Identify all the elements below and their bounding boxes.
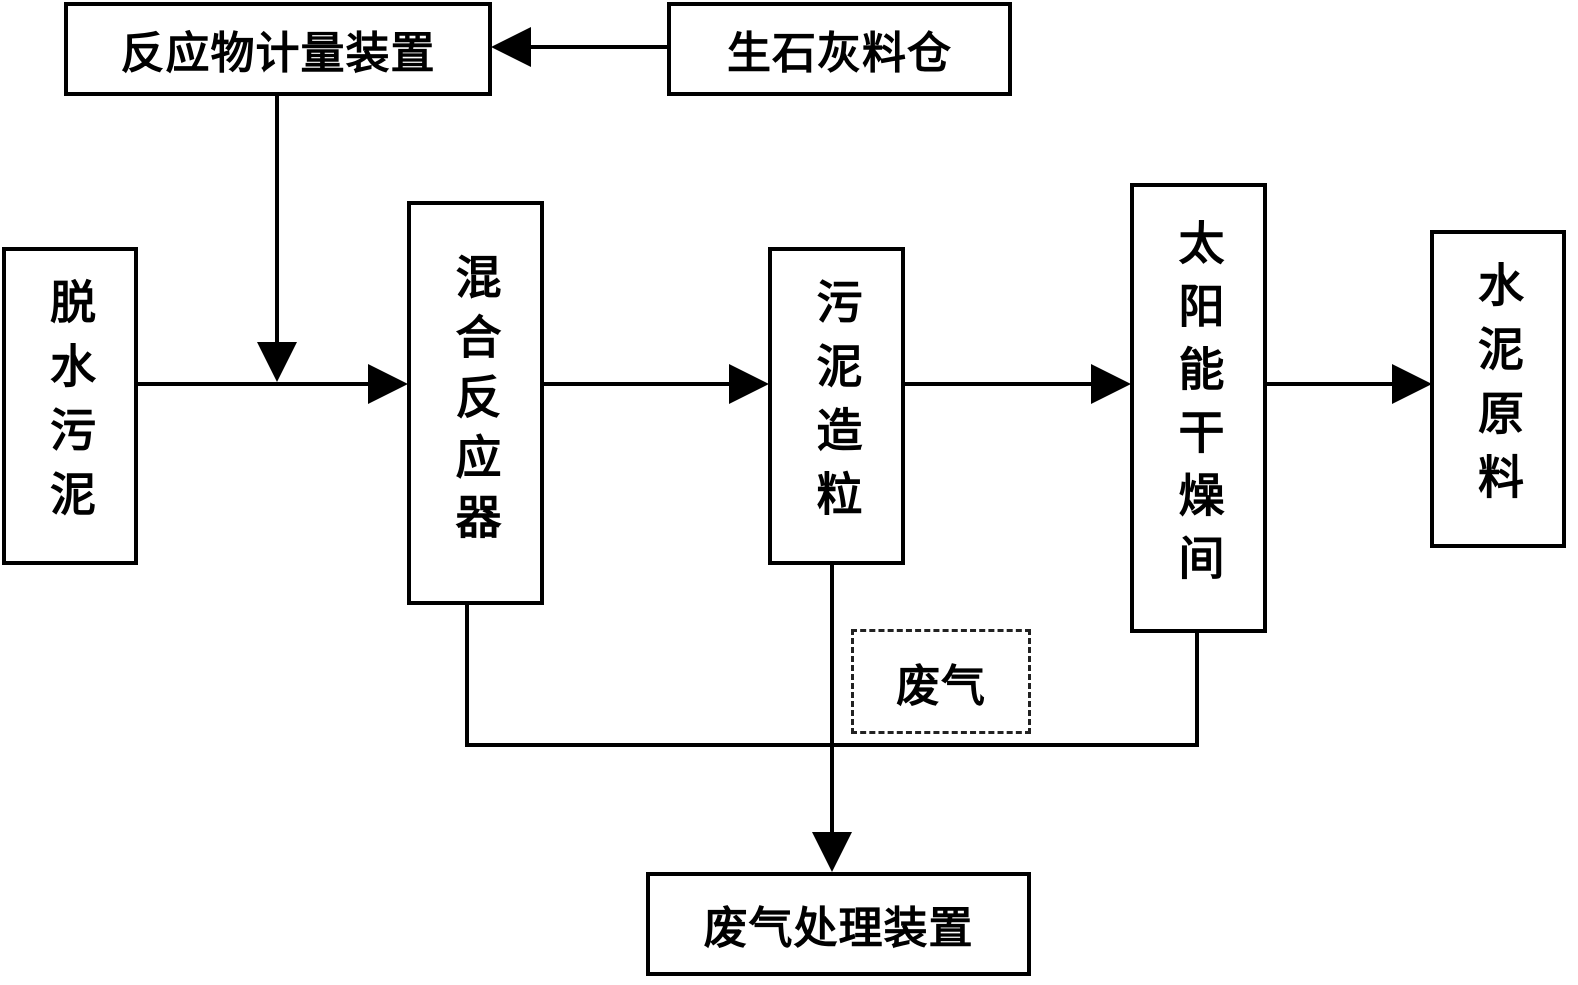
cement-raw-material-box: 水泥原料: [1430, 230, 1566, 548]
quicklime-silo-box: 生石灰料仓: [667, 2, 1012, 96]
mixing-reactor-box: 混合反应器: [407, 201, 544, 605]
reactant-metering-device-label: 反应物计量装置: [120, 28, 436, 79]
exhaust-treatment-device-box: 废气处理装置: [646, 872, 1031, 976]
dewatered-sludge-box: 脱水污泥: [2, 247, 138, 565]
reactant-metering-device-box: 反应物计量装置: [64, 2, 492, 96]
sludge-granulation-label: 污泥造粒: [809, 278, 864, 534]
solar-drying-room-box: 太阳能干燥间: [1130, 183, 1267, 633]
sludge-granulation-box: 污泥造粒: [768, 247, 905, 565]
solar-drying-room-label: 太阳能干燥间: [1171, 219, 1226, 597]
exhaust-treatment-device-label: 废气处理装置: [703, 903, 974, 954]
dewatered-sludge-label: 脱水污泥: [43, 278, 97, 534]
exhaust-gas-box: 废气: [851, 629, 1031, 734]
quicklime-silo-label: 生石灰料仓: [727, 28, 952, 79]
exhaust-gas-label: 废气: [896, 660, 986, 712]
mixing-reactor-label: 混合反应器: [448, 253, 503, 553]
cement-raw-material-label: 水泥原料: [1471, 261, 1525, 517]
